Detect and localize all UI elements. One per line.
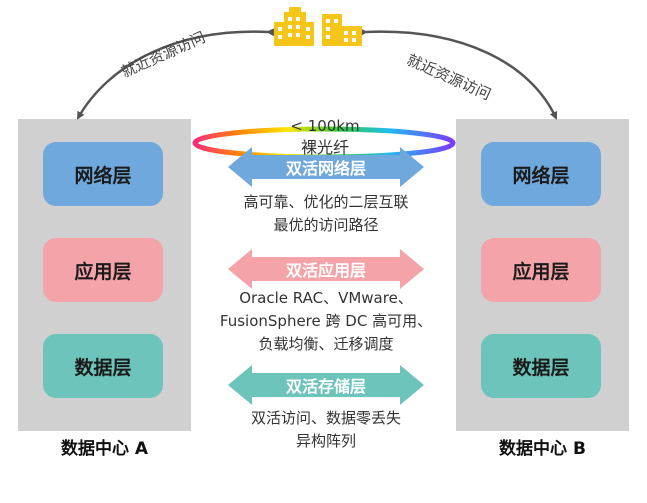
datacenter-a-title: 数据中心 A (60, 439, 149, 459)
application-band-arrow (228, 249, 424, 289)
dc-a-application-layer: 应用层 (43, 238, 163, 302)
fiber-label: 裸光纤 (300, 138, 349, 157)
application-band-label: 双活应用层 (285, 261, 366, 280)
description-line: 最优的访问路径 (273, 216, 379, 234)
dc-b-data-layer: 数据层 (481, 334, 601, 398)
datacenter-b-title: 数据中心 B (499, 439, 586, 459)
access-curve-right (359, 28, 558, 120)
storage-band-description: 双活访问、数据零丢失 异构阵列 (176, 407, 476, 453)
network-band-label: 双活网络层 (285, 159, 366, 178)
dc-a-network-layer: 网络层 (43, 142, 163, 206)
dc-b-network-layer: 网络层 (481, 142, 601, 206)
dc-a-data-layer: 数据层 (43, 334, 163, 398)
description-line: 双活访问、数据零丢失 (250, 409, 401, 427)
distance-label: < 100km (290, 117, 360, 135)
description-line: 高可靠、优化的二层互联 (243, 193, 409, 211)
network-band-description: 高可靠、优化的二层互联 最优的访问路径 (176, 191, 476, 237)
dc-b-application-layer: 应用层 (481, 238, 601, 302)
building-icon (322, 14, 362, 46)
building-icon (274, 7, 314, 46)
description-line: 负载均衡、迁移调度 (258, 335, 394, 353)
storage-band-arrow (228, 365, 424, 405)
network-band-arrow (228, 147, 424, 187)
access-curve-left (76, 28, 275, 120)
application-band-description: Oracle RAC、VMware、 FusionSphere 跨 DC 高可用… (176, 287, 476, 356)
storage-band-label: 双活存储层 (285, 377, 366, 396)
description-line: 异构阵列 (295, 432, 356, 450)
description-line: FusionSphere 跨 DC 高可用、 (219, 312, 433, 330)
description-line: Oracle RAC、VMware、 (239, 289, 413, 307)
